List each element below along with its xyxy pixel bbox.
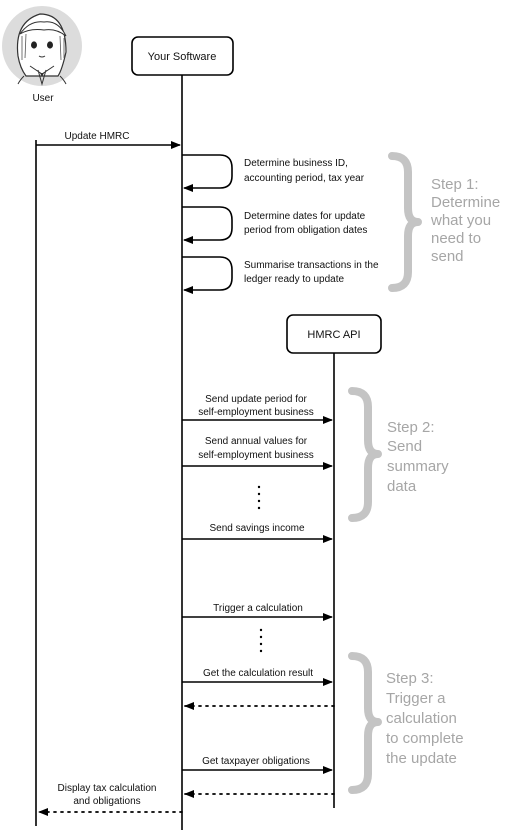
step3-text-line2: Trigger a [386, 690, 446, 707]
send-savings-income-label: Send savings income [209, 523, 304, 534]
get-calculation-result-label: Get the calculation result [203, 668, 313, 679]
step2-brace [348, 387, 382, 522]
user-actor-label: User [32, 93, 54, 104]
send-annual-values-line2: self-employment business [198, 450, 314, 461]
self-message-2-line2: period from obligation dates [244, 225, 367, 236]
self-message-3-line2: ledger ready to update [244, 274, 345, 285]
step2-text-line3: summary [387, 458, 449, 475]
self-loop-arrow-1 [182, 154, 233, 192]
user-avatar-icon [2, 6, 82, 86]
continuation-dots-1 [257, 485, 261, 510]
your-software-label: Your Software [148, 51, 217, 63]
step1-text-line1: Step 1: [431, 176, 479, 193]
step1-text-line4: need to [431, 230, 481, 247]
display-tax-calculation-line1: Display tax calculation [58, 783, 157, 794]
get-obligations-label: Get taxpayer obligations [202, 756, 310, 767]
step1-text-line2: Determine [431, 194, 500, 211]
step3-text-line1: Step 3: [386, 670, 434, 687]
step3-brace [348, 652, 382, 794]
self-loop-arrow-2 [182, 206, 233, 244]
step2-text-line1: Step 2: [387, 419, 435, 436]
step3-text-line5: the update [386, 750, 457, 767]
self-message-1-line1: Determine business ID, [244, 158, 348, 169]
send-update-period-line2: self-employment business [198, 407, 314, 418]
step2-text-line2: Send [387, 438, 422, 455]
step2-text-line4: data [387, 478, 417, 495]
self-message-3-line1: Summarise transactions in the [244, 260, 379, 271]
hmrc-api-label: HMRC API [307, 329, 360, 341]
update-hmrc-label: Update HMRC [64, 131, 129, 142]
send-update-period-line1: Send update period for [205, 394, 307, 405]
self-loop-arrow-3 [182, 256, 233, 294]
trigger-calculation-label: Trigger a calculation [213, 603, 303, 614]
self-message-2-line1: Determine dates for update [244, 211, 366, 222]
self-message-1-line2: accounting period, tax year [244, 173, 365, 184]
step1-text-line5: send [431, 248, 464, 265]
continuation-dots-2 [259, 628, 263, 653]
send-annual-values-line1: Send annual values for [205, 436, 308, 447]
display-tax-calculation-line2: and obligations [73, 796, 140, 807]
step3-text-line3: calculation [386, 710, 457, 727]
step1-brace [388, 152, 422, 292]
step1-text-line3: what you [430, 212, 491, 229]
step3-text-line4: to complete [386, 730, 464, 747]
